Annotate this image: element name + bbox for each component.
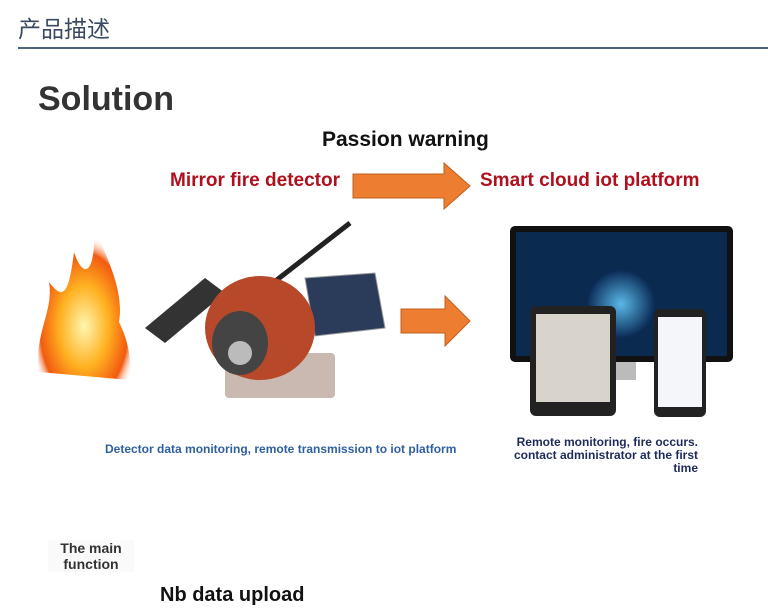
smart-cloud-label: Smart cloud iot platform (480, 170, 700, 191)
passion-warning-label: Passion warning (322, 128, 489, 151)
arrow-right-icon (352, 162, 471, 210)
platform-caption: Remote monitoring, fire occurs. contact … (513, 435, 698, 475)
devices-image (510, 226, 733, 417)
slide-title: Solution (38, 80, 174, 118)
section-title: 产品描述 (18, 17, 110, 43)
detector-caption: Detector data monitoring, remote transmi… (105, 442, 457, 456)
main-function-label: The main function (48, 540, 134, 572)
header-divider (18, 47, 768, 49)
mirror-fire-detector-label: Mirror fire detector (170, 170, 340, 191)
fire-detector-image (145, 221, 386, 398)
fire-image (38, 227, 131, 380)
nb-data-upload-label: Nb data upload (160, 584, 305, 606)
arrow-right-icon (400, 295, 471, 347)
